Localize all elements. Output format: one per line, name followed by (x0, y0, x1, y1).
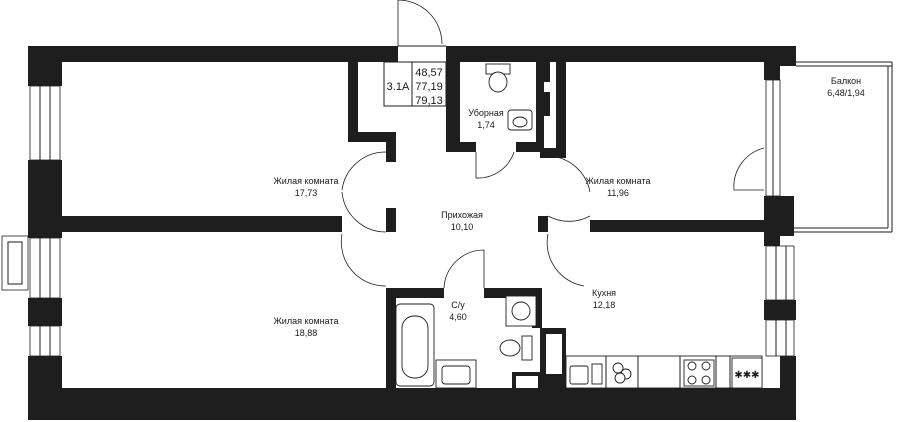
room-name: Балкон (831, 76, 861, 86)
balcony (794, 61, 893, 233)
room-living1: Жилая комната 17,73 (273, 176, 338, 198)
room-balcony: Балкон 6,48/1,94 (827, 76, 865, 98)
room-name: Прихожая (441, 210, 483, 220)
walls (28, 46, 796, 420)
toilet-icon (488, 71, 508, 93)
room-bath: С/у 4,60 (449, 300, 467, 322)
windows (1, 79, 795, 357)
kitchen-sink-icon (569, 365, 589, 385)
shaft-wc (544, 84, 552, 90)
room-area: 12,18 (593, 300, 616, 310)
room-name: Жилая комната (273, 316, 338, 326)
fridge-icon (731, 357, 763, 389)
room-area: 11,96 (607, 188, 629, 198)
area-living: 48,57 (415, 67, 443, 79)
room-area: 1,74 (477, 120, 495, 130)
shaft (546, 334, 562, 374)
shaft-small (516, 376, 538, 388)
room-kitchen: Кухня 12,18 (592, 288, 616, 310)
room-area: 17,73 (295, 188, 318, 198)
room-living2: Жилая комната 18,88 (273, 316, 338, 338)
apartment-info: 3.1A 48,57 77,19 79,13 (383, 61, 447, 107)
room-area: 6,48/1,94 (827, 88, 865, 98)
area-with-balcony: 79,13 (415, 95, 443, 107)
room-name: Уборная (468, 108, 504, 118)
room-hall: Прихожая 10,10 (441, 210, 483, 232)
room-wc: Уборная 1,74 (468, 108, 504, 130)
room-name: Жилая комната (585, 176, 650, 186)
apartment-type: 3.1A (387, 81, 410, 93)
svg-text:✱✱✱: ✱✱✱ (734, 370, 759, 381)
room-area: 10,10 (451, 222, 474, 232)
fixtures: ✱✱✱ (395, 63, 763, 389)
room-labels: Жилая комната 17,73 Жилая комната 18,88 … (273, 76, 864, 338)
toilet-tank-2-icon (521, 335, 533, 361)
room-name: Жилая комната (273, 176, 338, 186)
drainer-icon (591, 363, 603, 385)
area-total: 77,19 (415, 81, 443, 93)
room-name: Кухня (592, 288, 616, 298)
toilet-2-icon (499, 339, 521, 357)
room-area: 4,60 (449, 312, 467, 322)
room-name: С/у (451, 300, 465, 310)
room-living3: Жилая комната 11,96 (585, 176, 650, 198)
doors (340, 0, 765, 289)
room-area: 18,88 (295, 328, 318, 338)
